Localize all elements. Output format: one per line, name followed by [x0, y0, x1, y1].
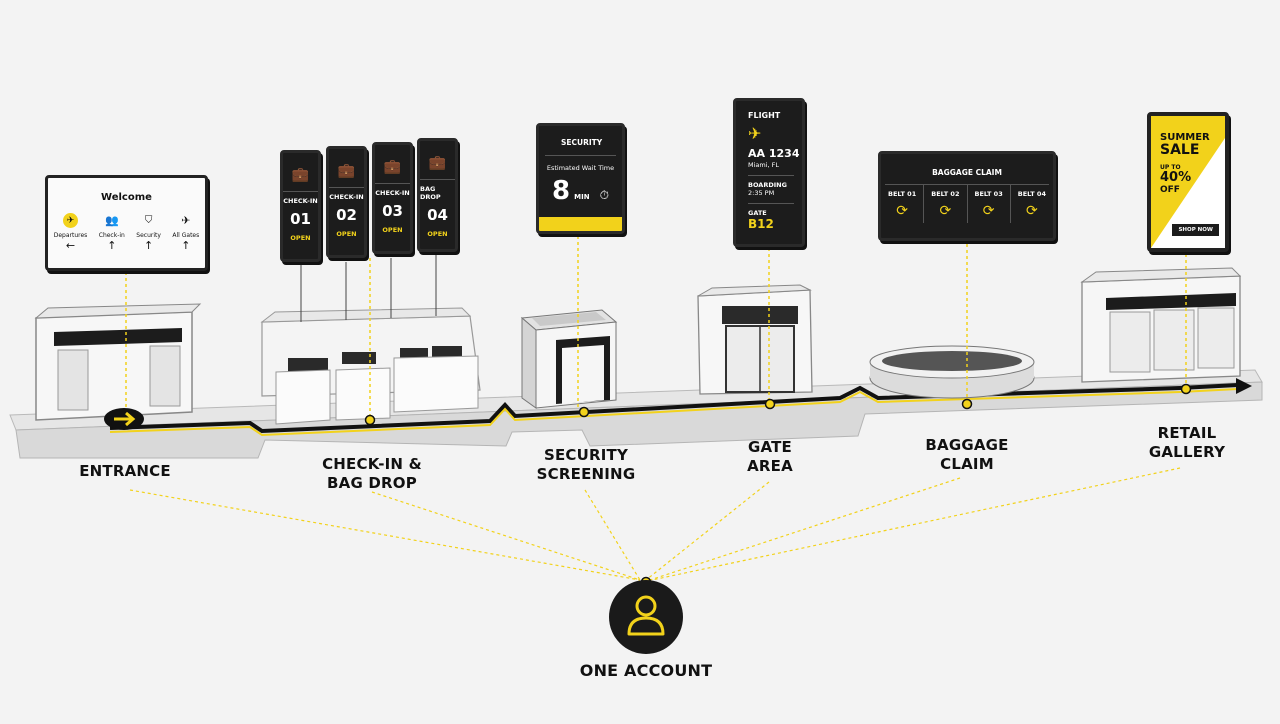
hub-connectors	[129, 467, 1181, 581]
baggage-carousel	[869, 345, 1035, 399]
belt-04: BELT 04 ⟳	[1017, 190, 1046, 219]
welcome-item-security: ⛉ Security ↑	[136, 215, 161, 252]
check-in-desks	[260, 252, 481, 425]
path-waypoints	[364, 383, 1192, 588]
entrance-door	[34, 303, 202, 421]
belt-03: BELT 03 ⟳	[968, 185, 1011, 223]
security-scanner	[520, 309, 618, 409]
airplane-departure-icon: ✈	[63, 213, 78, 228]
suitcase-icon: 💼	[291, 167, 310, 183]
stopwatch-icon: ⏱	[599, 188, 609, 202]
stop-label-security: SECURITY SCREENING	[536, 446, 636, 483]
welcome-item-departures: ✈ Departures ←	[54, 213, 87, 252]
stop-label-gate: GATE AREA	[747, 438, 793, 475]
baggage-claim-sign: BAGGAGE CLAIM BELT 01 ⟳ BELT 02 ⟳ BELT 0…	[878, 151, 1056, 241]
retail-storefront	[1080, 267, 1242, 383]
suitcase-icon: 💼	[428, 155, 447, 171]
welcome-item-check-in: 👥 Check-in ↑	[98, 214, 125, 252]
security-sign: SECURITY Estimated Wait Time 8 MIN ⏱	[536, 123, 625, 234]
stop-label-check-in: CHECK-IN & BAG DROP	[322, 455, 422, 492]
airplane-icon: ✈	[748, 124, 762, 143]
carousel-cycle-icon: ⟳	[939, 203, 952, 219]
shop-now-button: SHOP NOW	[1172, 224, 1219, 236]
stop-label-baggage: BAGGAGE CLAIM	[925, 436, 1009, 473]
counter-sign-04: 💼 BAG DROP 04 OPEN	[417, 138, 458, 252]
sale-yellow-background	[1151, 116, 1225, 248]
belt-01: BELT 01 ⟳	[881, 185, 925, 223]
stop-label-retail: RETAIL GALLERY	[1148, 424, 1226, 461]
counter-sign-02: 💼 CHECK-IN 02 OPEN	[326, 146, 367, 258]
wait-time-value: 8	[552, 176, 571, 206]
gate-door	[697, 284, 813, 395]
counter-sign-03: 💼 CHECK-IN 03 OPEN	[372, 142, 413, 254]
carousel-cycle-icon: ⟳	[1026, 203, 1038, 219]
suitcase-icon: 💼	[383, 159, 402, 175]
counter-sign-01: 💼 CHECK-IN 01 OPEN	[280, 150, 321, 262]
suitcase-icon: 💼	[337, 163, 356, 179]
welcome-item-all-gates: ✈ All Gates ↑	[172, 214, 200, 252]
people-icon: 👥	[104, 214, 119, 227]
stop-label-entrance: ENTRANCE	[79, 462, 171, 480]
security-yellow-bar	[539, 217, 622, 231]
welcome-sign: Welcome ✈ Departures ← 👥 Check-in ↑ ⛉ Se…	[45, 175, 208, 271]
welcome-title: Welcome	[101, 192, 152, 203]
flight-info-sign: FLIGHT ✈ AA 1234 Miami, FL BOARDING 2:35…	[733, 98, 805, 247]
account-hub	[609, 580, 683, 654]
path-arrowhead	[1236, 378, 1252, 394]
carousel-cycle-icon: ⟳	[896, 203, 908, 219]
carousel-cycle-icon: ⟳	[982, 203, 995, 219]
entrance-marker	[104, 408, 144, 430]
sign-connectors	[125, 236, 1187, 420]
shield-icon: ⛉	[144, 215, 153, 226]
hub-label: ONE ACCOUNT	[579, 661, 713, 680]
summer-sale-sign: SUMMER SALE UP TO 40% OFF SHOP NOW	[1147, 112, 1229, 252]
airplane-icon: ✈	[181, 214, 191, 227]
belt-02: BELT 02 ⟳	[924, 185, 968, 223]
